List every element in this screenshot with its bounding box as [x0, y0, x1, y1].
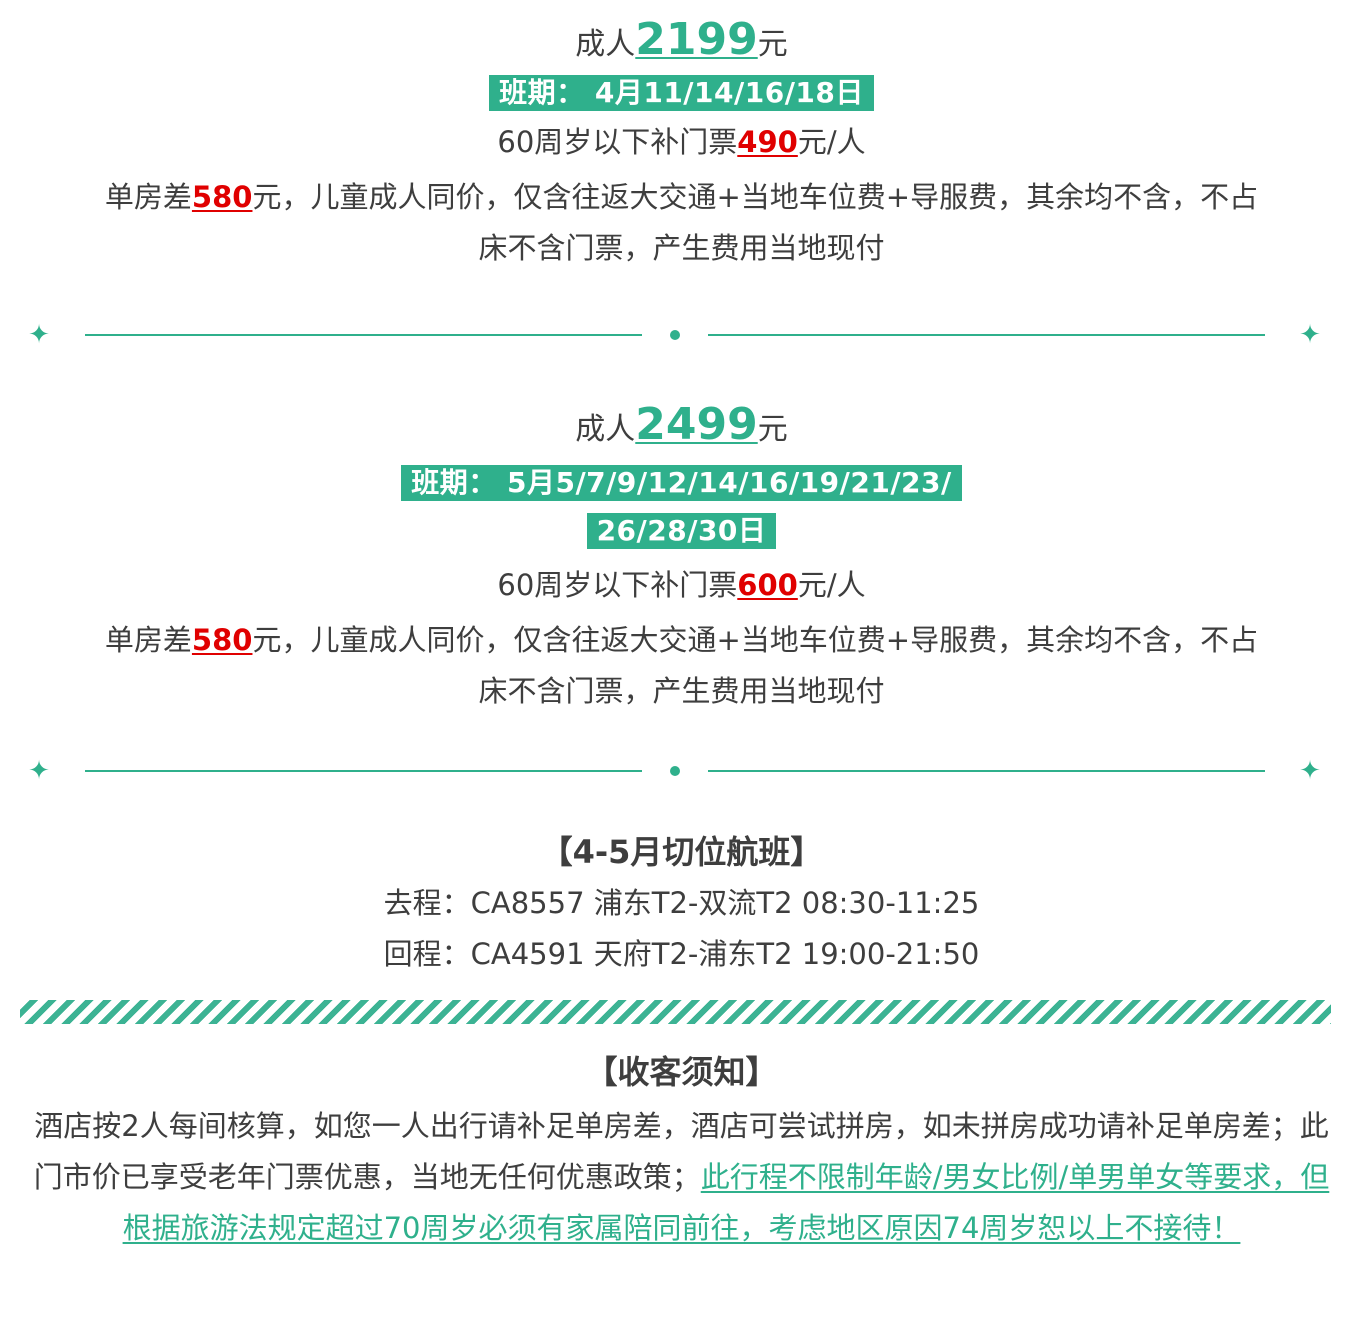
offer-2-schedule-line2: 26/28/30日	[0, 508, 1363, 554]
offer-2: 成人2499元 班期： 5月5/7/9/12/14/16/19/21/23/ 2…	[0, 397, 1363, 717]
divider-dot	[670, 766, 680, 776]
flight-outbound: 去程：CA8557 浦东T2-双流T2 08:30-11:25	[383, 886, 980, 920]
notice-heading-row: 【收客须知】	[0, 1046, 1363, 1098]
offer-2-price: 成人2499元	[575, 399, 788, 450]
offer-1-single-room-line2: 床不含门票，产生费用当地现付	[478, 231, 885, 265]
four-point-star-icon: ✦	[1299, 320, 1321, 350]
offer-1-price-value: 2199	[635, 14, 758, 65]
section-divider: ✦ ✦	[0, 756, 1363, 786]
offer-2-ticket: 60周岁以下补门票600元/人	[497, 568, 866, 602]
four-point-star-icon: ✦	[1299, 756, 1321, 786]
offer-1: 成人2199元 班期： 4月11/14/16/18日 60周岁以下补门票490元…	[0, 12, 1363, 274]
section-divider: ✦ ✦	[0, 320, 1363, 350]
offer-2-price-value: 2499	[635, 399, 758, 450]
notice-heading: 【收客须知】	[585, 1053, 778, 1091]
flights-section: 【4-5月切位航班】 去程：CA8557 浦东T2-双流T2 08:30-11:…	[0, 826, 1363, 980]
offer-1-price: 成人2199元	[575, 14, 788, 65]
hatched-separator	[20, 1000, 1331, 1024]
flight-return: 回程：CA4591 天府T2-浦东T2 19:00-21:50	[383, 937, 980, 971]
offer-2-schedule-line1: 班期： 5月5/7/9/12/14/16/19/21/23/	[0, 458, 1363, 508]
offer-1-schedule: 班期： 4月11/14/16/18日	[0, 73, 1363, 113]
schedule-badge: 26/28/30日	[586, 513, 777, 549]
offer-2-single-room: 单房差580元，儿童成人同价，仅含往返大交通+当地车位费+导服费，其余均不含，不…	[104, 623, 1259, 657]
schedule-badge: 班期： 4月11/14/16/18日	[489, 75, 874, 111]
divider-dot	[670, 330, 680, 340]
four-point-star-icon: ✦	[28, 756, 50, 786]
four-point-star-icon: ✦	[28, 320, 50, 350]
notice-link-text[interactable]: 此行程不限制年龄/男女比例/单男单女等要求，但根据旅游法规定超过70周岁必须有家…	[122, 1160, 1330, 1245]
notice-plain-text: 酒店按2人每间核算，如您一人出行请补足单房差，酒店可尝试拼房，如未拼房成功请补足…	[33, 1109, 1329, 1194]
offer-1-single-room: 单房差580元，儿童成人同价，仅含往返大交通+当地车位费+导服费，其余均不含，不…	[104, 180, 1259, 214]
offer-1-ticket: 60周岁以下补门票490元/人	[497, 125, 866, 159]
offer-2-single-room-line2: 床不含门票，产生费用当地现付	[478, 674, 885, 708]
notice-text: 酒店按2人每间核算，如您一人出行请补足单房差，酒店可尝试拼房，如未拼房成功请补足…	[20, 1101, 1343, 1254]
flights-heading: 【4-5月切位航班】	[540, 833, 823, 871]
schedule-badge: 班期： 5月5/7/9/12/14/16/19/21/23/	[401, 465, 962, 501]
